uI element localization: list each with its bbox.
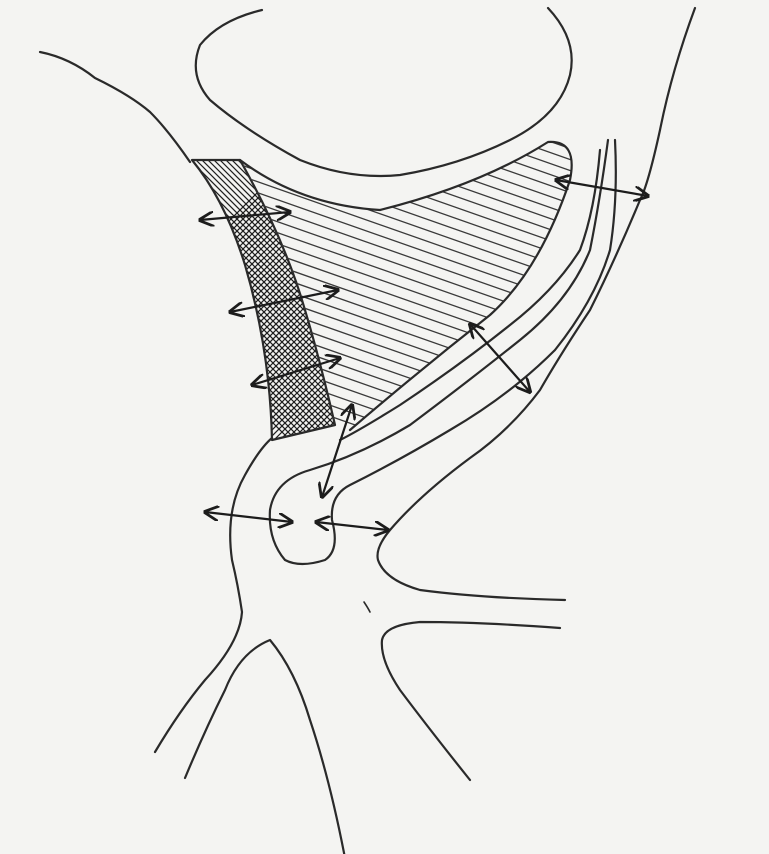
crosshatch-stroke — [222, 150, 522, 450]
crosshatch-stroke — [204, 150, 504, 450]
hatch-stroke — [230, 348, 600, 478]
upper-lobe-outline — [196, 8, 572, 176]
hatch-stroke — [230, 0, 600, 104]
crosshatch-stroke — [294, 150, 594, 450]
hatch-stroke — [230, 117, 600, 247]
hatch-stroke — [230, 40, 600, 170]
hatch-stroke — [230, 0, 600, 82]
hatch-stroke — [230, 84, 600, 214]
crosshatch-stroke — [168, 150, 468, 450]
crosshatch-stroke — [348, 150, 648, 450]
crosshatch-stroke — [12, 150, 312, 450]
crosshatch-stroke — [270, 150, 570, 450]
crosshatch-stroke — [372, 150, 672, 450]
hatch-stroke — [230, 436, 600, 566]
inner-channel-inner — [340, 150, 600, 440]
crosshatch-stroke — [84, 150, 384, 450]
arrow-8 — [316, 522, 388, 530]
crosshatch-stroke — [186, 150, 486, 450]
upper-left-boundary — [40, 52, 190, 162]
crosshatch-stroke — [168, 150, 468, 450]
crosshatch-region — [0, 150, 714, 450]
hatch-stroke — [230, 0, 600, 71]
crosshatch-stroke — [132, 150, 432, 450]
crosshatch-stroke — [102, 150, 402, 450]
hatch-stroke — [230, 480, 600, 610]
crosshatch-stroke — [312, 150, 612, 450]
hatch-stroke — [230, 546, 600, 676]
hatch-stroke — [230, 425, 600, 555]
crosshatch-stroke — [78, 150, 378, 450]
crosshatch-stroke — [342, 150, 642, 450]
hatch-stroke — [230, 0, 600, 126]
crosshatch-stroke — [342, 150, 642, 450]
crosshatch-stroke — [312, 150, 612, 450]
crosshatch-stroke — [78, 150, 378, 450]
crosshatch-stroke — [222, 150, 522, 450]
lower-middle-boundary — [185, 640, 345, 854]
crosshatch-stroke — [6, 150, 306, 450]
hatch-stroke — [230, 0, 600, 38]
crosshatch-stroke — [402, 150, 702, 450]
stray-mark — [364, 602, 370, 612]
hatch-stroke — [230, 0, 600, 5]
hatch-stroke — [230, 0, 600, 115]
left-lower-boundary — [155, 438, 272, 752]
hatch-stroke — [230, 18, 600, 148]
hatch-stroke — [230, 172, 600, 302]
hatch-stroke — [230, 414, 600, 544]
hatch-stroke — [230, 0, 600, 16]
crosshatch-stroke — [264, 150, 564, 450]
hatched-region — [230, 0, 600, 709]
crosshatch-stroke — [102, 150, 402, 450]
crosshatch-stroke — [324, 150, 624, 450]
hatch-stroke — [230, 106, 600, 236]
hatch-stroke — [230, 491, 600, 621]
hatch-stroke — [230, 381, 600, 511]
lower-right-boundary — [382, 622, 560, 780]
hatch-stroke — [230, 95, 600, 225]
hatch-stroke — [230, 0, 600, 27]
hatch-stroke — [230, 73, 600, 203]
arrow-1 — [200, 212, 290, 220]
crosshatch-stroke — [12, 150, 312, 450]
hatch-stroke — [230, 447, 600, 577]
hatch-stroke — [230, 161, 600, 291]
crosshatch-stroke — [402, 150, 702, 450]
crosshatch-stroke — [324, 150, 624, 450]
hatch-stroke — [230, 458, 600, 588]
hatch-stroke — [230, 469, 600, 599]
crosshatch-stroke — [372, 150, 672, 450]
crosshatch-stroke — [348, 150, 648, 450]
hatch-stroke — [230, 0, 600, 93]
arrow-7 — [205, 512, 292, 522]
hatch-stroke — [230, 0, 600, 49]
hatch-stroke — [230, 0, 600, 60]
hatch-stroke — [230, 128, 600, 258]
crosshatch-stroke — [84, 150, 384, 450]
crosshatch-stroke — [294, 150, 594, 450]
hatch-stroke — [230, 139, 600, 269]
crosshatch-stroke — [6, 150, 306, 450]
crosshatch-stroke — [276, 150, 576, 450]
hatch-stroke — [230, 29, 600, 159]
